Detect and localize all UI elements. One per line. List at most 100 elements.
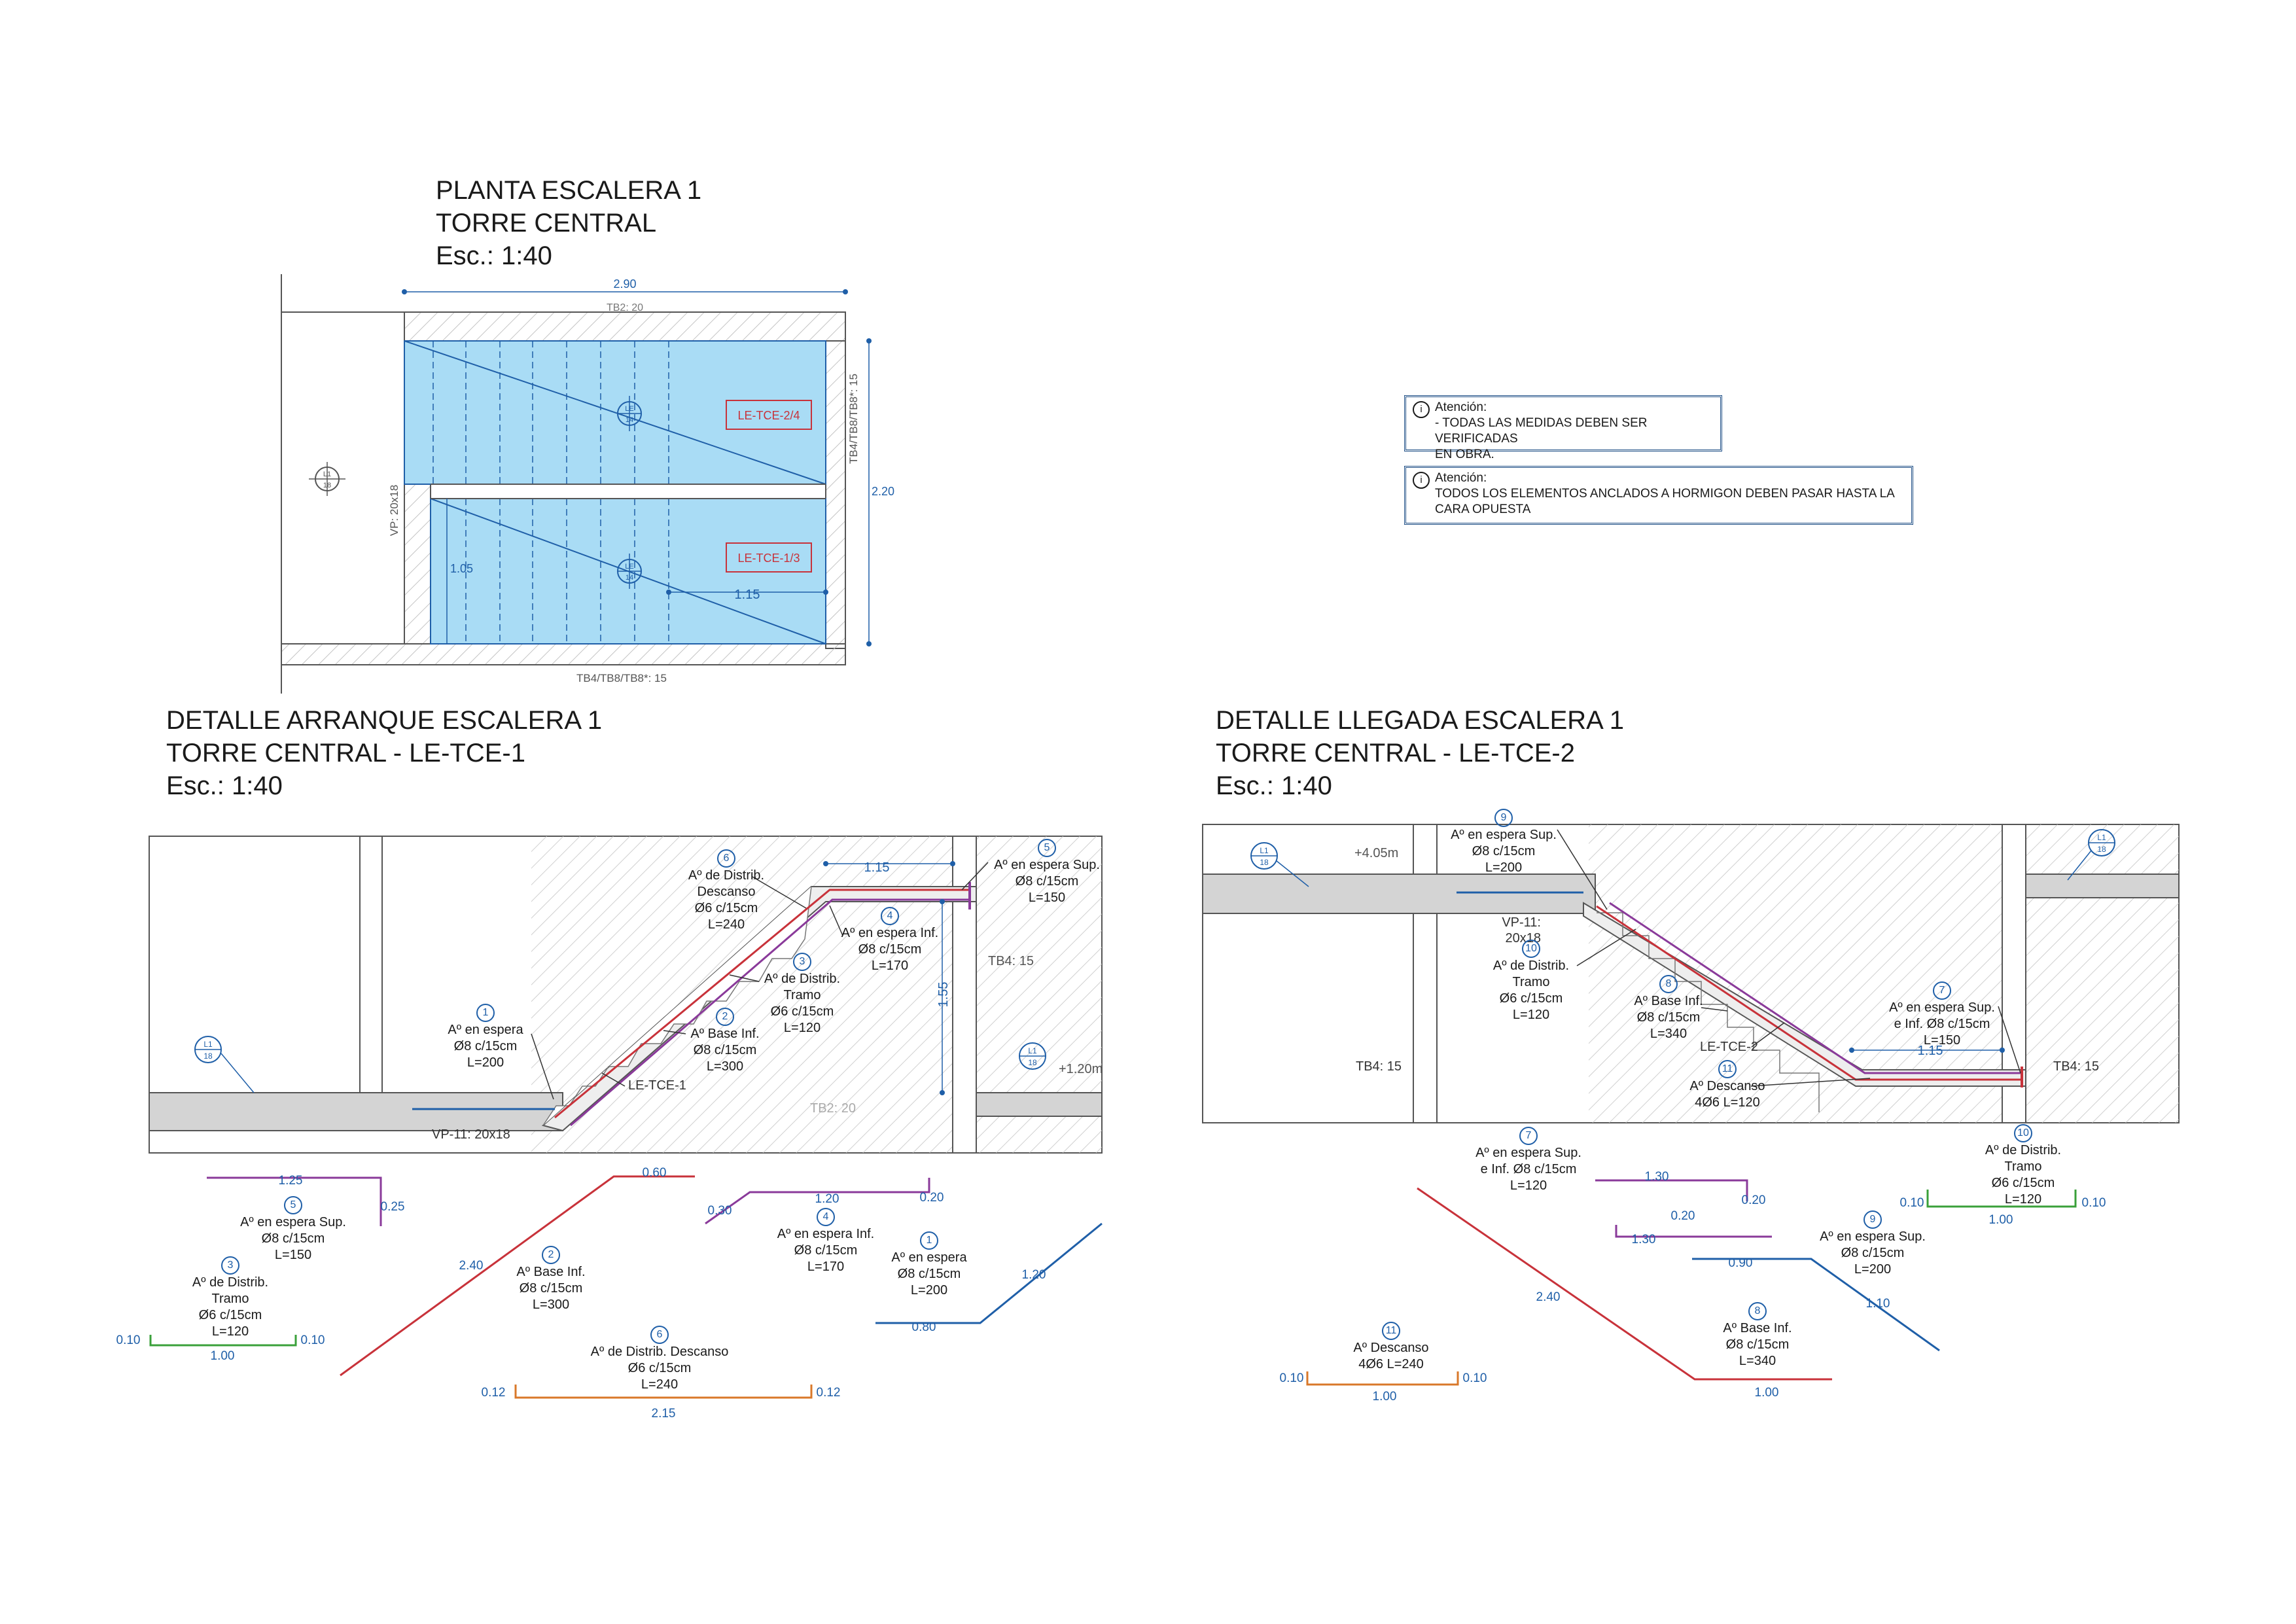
- end-slab-left: [1202, 874, 1596, 914]
- note-1-line-1: Atención:: [1435, 400, 1487, 414]
- callout-number-badge: 5: [284, 1196, 302, 1214]
- callout-text-line: Aº en espera: [448, 1023, 523, 1037]
- callout-text-line: L=150: [1028, 891, 1066, 905]
- callout-text-line: L=300: [532, 1297, 570, 1312]
- start-section-marker-left: L1 18: [194, 1036, 255, 1093]
- callout-text-line: L=200: [467, 1055, 504, 1070]
- start-title-line-3: Esc.: 1:40: [166, 771, 283, 800]
- start-detail: 1.15 1.55 TB4: 15 +1.20m TB2: 20 VP-11: …: [149, 836, 1103, 1154]
- bar-dimension-label: 0.10: [2081, 1196, 2106, 1210]
- callout-number-badge: 1: [920, 1231, 938, 1250]
- callout-text-line: e Inf. Ø8 c/15cm: [1480, 1162, 1577, 1176]
- svg-text:18: 18: [1028, 1058, 1037, 1067]
- plan-title: PLANTA ESCALERA 1 TORRE CENTRAL Esc.: 1:…: [436, 174, 701, 272]
- callout-number-badge: 4: [817, 1208, 835, 1226]
- callout-text-line: L=340: [1650, 1027, 1687, 1041]
- bar-dimension-label: 1.30: [1631, 1233, 1656, 1246]
- plan-beam-vp: [404, 484, 431, 644]
- end-slab-right: [2025, 874, 2180, 898]
- svg-text:14: 14: [626, 416, 633, 424]
- end-title-line-2: TORRE CENTRAL - LE-TCE-2: [1216, 739, 1575, 768]
- plan-title-line-2: TORRE CENTRAL: [436, 209, 657, 238]
- callout-number-badge: 10: [1522, 940, 1540, 958]
- plan-wall-right: [825, 340, 846, 649]
- callout-number-badge: 9: [1494, 809, 1513, 827]
- callout-number-badge: 1: [476, 1004, 495, 1022]
- callout-text-line: Ø8 c/15cm: [897, 1267, 961, 1281]
- plan-dim-inner: 1.15: [735, 588, 760, 602]
- plan-title-line-3: Esc.: 1:40: [436, 241, 552, 270]
- callout-text-line: Ø8 c/15cm: [1015, 874, 1079, 889]
- callout-text-line: Ø6 c/15cm: [627, 1361, 692, 1375]
- end-le: LE-TCE-2: [1700, 1040, 1758, 1054]
- plan-view: 2.90 TB2: 20 2.20 TB4/TB8/TB8*: 15 TB4/T…: [281, 274, 894, 694]
- svg-text:LE: LE: [625, 563, 633, 571]
- end-title: DETALLE LLEGADA ESCALERA 1 TORRE CENTRAL…: [1216, 704, 1624, 802]
- callout-number-badge: 6: [717, 849, 735, 868]
- bar-dimension-label: 0.10: [300, 1333, 325, 1347]
- callout-text-line: L=120: [2004, 1192, 2042, 1207]
- callout-number-badge: 8: [1659, 975, 1678, 993]
- start-slab-left: [149, 1092, 563, 1131]
- svg-text:18: 18: [203, 1051, 213, 1061]
- callout-text-line: Aº de Distrib.: [192, 1275, 269, 1290]
- bar-dimension-label: 1.00: [1372, 1390, 1397, 1403]
- callout-number-badge: 5: [1038, 839, 1056, 857]
- plan-tag-lower-box: [726, 542, 812, 573]
- callout-text-line: Aº de Distrib.: [1492, 959, 1570, 973]
- callout-text-line: Ø8 c/15cm: [693, 1043, 757, 1057]
- callout-text-line: L=170: [807, 1260, 845, 1274]
- svg-text:L1: L1: [1260, 846, 1269, 855]
- callout-text-line: 4Ø6 L=120: [1695, 1095, 1760, 1110]
- end-bar-schedule: [1306, 1179, 2077, 1386]
- end-level: +4.05m: [1354, 846, 1398, 860]
- callout-text-line: L=120: [1512, 1008, 1550, 1022]
- callout-text-line: L=150: [274, 1248, 312, 1262]
- bar-dimension-label: 1.00: [1754, 1386, 1779, 1400]
- callout-text-line: Aº de Distrib. Descanso: [590, 1345, 729, 1359]
- bar-dimension-label: 1.30: [1644, 1170, 1669, 1184]
- plan-title-line-1: PLANTA ESCALERA 1: [436, 176, 702, 205]
- callout-number-badge: 3: [221, 1256, 239, 1275]
- start-dim-155: 1.55: [936, 982, 951, 1008]
- svg-text:L1: L1: [2097, 833, 2106, 842]
- end-detail: 1.15 +4.05m VP-11: 20x18 LE-TCE-2 TB4: 1…: [1202, 824, 2180, 1123]
- svg-text:18: 18: [2097, 845, 2106, 854]
- svg-text:18: 18: [323, 482, 331, 489]
- end-section-marker-left: L1 18: [1250, 842, 1309, 887]
- start-dim-115: 1.15: [864, 860, 890, 875]
- callout-text-line: Ø6 c/15cm: [1499, 991, 1563, 1006]
- callout-text-line: L=200: [1485, 860, 1523, 875]
- callout-text-line: Aº Descanso: [1353, 1341, 1429, 1355]
- callout-text-line: Ø6 c/15cm: [198, 1308, 262, 1322]
- end-rebar-top: [1609, 902, 2022, 1074]
- start-title: DETALLE ARRANQUE ESCALERA 1 TORRE CENTRA…: [166, 704, 602, 802]
- start-level: +1.20m: [1059, 1062, 1103, 1076]
- callout-text-line: L=170: [871, 959, 909, 973]
- plan-dim-right: 2.20: [872, 485, 894, 498]
- callout-text-line: Aº Descanso: [1689, 1079, 1765, 1093]
- plan-tag-upper-box: [726, 400, 812, 430]
- callout-text-line: L=340: [1739, 1354, 1776, 1368]
- plan-stair-marker-lower: LE 14: [617, 554, 642, 589]
- plan-tb-top: TB2: 20: [607, 302, 643, 313]
- plan-tag-upper: LE-TCE-2/4: [737, 409, 800, 422]
- callout-text-line: Tramo: [1512, 975, 1550, 989]
- callout-number-badge: 2: [542, 1246, 560, 1264]
- end-section-marker-right: L1 18: [2067, 829, 2115, 881]
- callout-text-line: Ø6 c/15cm: [694, 901, 758, 915]
- start-le: LE-TCE-1: [628, 1078, 686, 1093]
- start-title-line-2: TORRE CENTRAL - LE-TCE-1: [166, 739, 525, 768]
- callout-text-line: Aº en espera Sup.: [994, 858, 1100, 872]
- callout-number-badge: 3: [793, 953, 811, 971]
- callout-text-line: L=240: [641, 1377, 679, 1392]
